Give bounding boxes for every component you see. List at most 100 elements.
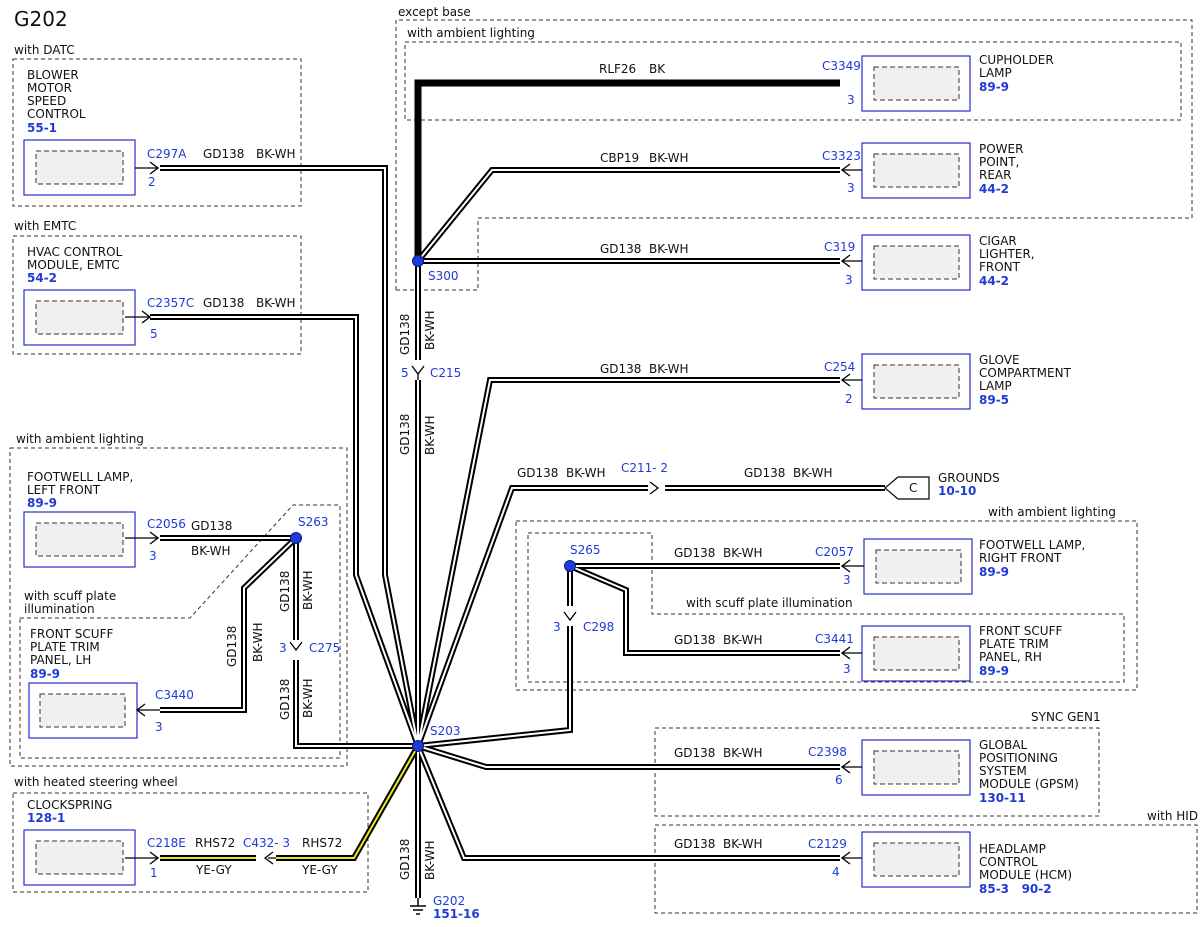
svg-text:CLOCKSPRING: CLOCKSPRING: [27, 798, 112, 812]
wire-label-gd138: GD138: [398, 314, 412, 355]
wire-label-yegy: YE-GY: [301, 863, 338, 877]
diagram-title: G202: [14, 7, 68, 31]
splice-label-s263: S263: [298, 515, 329, 529]
splice-label-s203: S203: [430, 724, 461, 738]
svg-text:89-5: 89-5: [979, 393, 1009, 407]
wire-label-bkwh: BK-WH: [723, 633, 763, 647]
svg-text:BLOWER: BLOWER: [27, 68, 79, 82]
wire-label-bkwh: BK-WH: [251, 622, 265, 662]
splice-s263: [290, 532, 302, 544]
svg-text:89-9: 89-9: [979, 664, 1009, 678]
connector-c275: C275: [309, 641, 340, 655]
pin-c3440: 3: [155, 720, 163, 734]
component-scuff-plate-lh: FRONT SCUFF PLATE TRIM PANEL, LH 89-9: [28, 627, 138, 739]
group-label-scuff-left-1: with scuff plate: [24, 589, 116, 603]
wire-label-gd138: GD138: [517, 466, 558, 480]
svg-text:HVAC CONTROL: HVAC CONTROL: [27, 245, 123, 259]
group-label-with-datc: with DATC: [14, 43, 75, 57]
wire-label-rhs72: RHS72: [302, 836, 342, 850]
connector-c3323: C3323: [822, 149, 861, 163]
group-label-with-hid: with HID: [1147, 809, 1198, 823]
connector-c2357c: C2357C: [147, 296, 194, 310]
connector-arrow-icon: [840, 373, 862, 387]
svg-text:89-9: 89-9: [979, 565, 1009, 579]
connector-c3349: C3349: [822, 59, 861, 73]
connector-c432: C432- 3: [243, 836, 290, 850]
pin-c218e: 1: [150, 866, 158, 880]
svg-text:PANEL, LH: PANEL, LH: [30, 653, 91, 667]
svg-text:89-9: 89-9: [27, 496, 57, 510]
connector-arrow-icon: [563, 611, 577, 622]
component-footwell-lamp-rf: FOOTWELL LAMP, RIGHT FRONT 89-9: [863, 538, 1085, 595]
grounds-reference-tag: [884, 476, 930, 500]
svg-text:RIGHT FRONT: RIGHT FRONT: [979, 551, 1062, 565]
component-clockspring: CLOCKSPRING 128-1: [23, 798, 136, 886]
svg-text:COMPARTMENT: COMPARTMENT: [979, 366, 1072, 380]
wire-label-gd138: GD138: [203, 296, 244, 310]
connector-c218e: C218E: [147, 836, 186, 850]
wire-label-gd138: GD138: [674, 546, 715, 560]
svg-text:MODULE (HCM): MODULE (HCM): [979, 868, 1072, 882]
grounds-letter: C: [909, 481, 917, 495]
svg-text:44-2: 44-2: [979, 182, 1009, 196]
group-box-ambient-top: [404, 41, 1182, 121]
svg-text:FOOTWELL LAMP,: FOOTWELL LAMP,: [27, 470, 133, 484]
wire-label-rhs72: RHS72: [195, 836, 235, 850]
connector-arrow-icon: [135, 161, 160, 175]
connector-c2056: C2056: [147, 517, 186, 531]
group-box-except-base: [395, 19, 1193, 291]
wire-label-gd138: GD138: [191, 519, 232, 533]
svg-text:44-2: 44-2: [979, 274, 1009, 288]
connector-c2398: C2398: [808, 745, 847, 759]
wire-label-gd138: GD138: [398, 839, 412, 880]
wire-label-rlf26: RLF26: [599, 62, 636, 76]
svg-text:POINT,: POINT,: [979, 155, 1019, 169]
component-gpsm: GLOBAL POSITIONING SYSTEM MODULE (GPSM) …: [861, 738, 1079, 805]
ground-ref: 151-16: [433, 907, 480, 921]
wires-inner: [150, 167, 885, 898]
wire-label-bkwh: BK-WH: [256, 147, 296, 161]
pin-c275: 3: [279, 641, 287, 655]
ground-label-g202: G202: [433, 894, 465, 908]
pin-c2056: 3: [149, 549, 157, 563]
svg-text:FOOTWELL LAMP,: FOOTWELL LAMP,: [979, 538, 1085, 552]
group-label-except-base: except base: [398, 5, 471, 19]
svg-text:REAR: REAR: [979, 168, 1011, 182]
group-label-with-emtc: with EMTC: [14, 219, 76, 233]
wire-label-gd138: GD138: [203, 147, 244, 161]
splice-s300: [412, 255, 424, 267]
svg-text:CUPHOLDER: CUPHOLDER: [979, 53, 1054, 67]
wire-label-gd138: GD138: [278, 679, 292, 720]
group-box-with-emtc: [12, 235, 302, 355]
svg-text:85-3 90-2: 85-3 90-2: [979, 882, 1052, 896]
connector-c3440: C3440: [155, 688, 194, 702]
svg-text:PLATE TRIM: PLATE TRIM: [979, 637, 1049, 651]
group-label-sync-gen1: SYNC GEN1: [1031, 710, 1101, 724]
group-box-with-datc: [12, 58, 302, 207]
component-hvac-control-module: HVAC CONTROL MODULE, EMTC 54-2: [23, 245, 136, 346]
connector-arrow-icon: [125, 851, 160, 865]
splice-s265: [564, 560, 576, 572]
wire-label-bkwh: BK-WH: [723, 746, 763, 760]
svg-text:POWER: POWER: [979, 142, 1023, 156]
svg-text:89-9: 89-9: [30, 667, 60, 681]
pin-c254: 2: [845, 392, 853, 406]
svg-text:89-9: 89-9: [979, 80, 1009, 94]
pin-c2129: 4: [832, 865, 840, 879]
group-label-scuff-left-2: illumination: [24, 602, 95, 616]
wire-label-bkwh: BK-WH: [423, 415, 437, 455]
svg-text:PANEL, RH: PANEL, RH: [979, 650, 1042, 664]
connector-arrow-icon: [125, 310, 152, 324]
group-label-scuff-right: with scuff plate illumination: [686, 596, 853, 610]
svg-text:55-1: 55-1: [27, 121, 57, 135]
connector-arrow-icon: [840, 254, 862, 268]
wire-label-gd138: GD138: [278, 571, 292, 612]
connector-arrow-icon: [840, 760, 862, 774]
component-cigar-lighter-front: CIGAR LIGHTER, FRONT 44-2: [861, 234, 1035, 291]
connector-arrow-icon: [411, 365, 425, 380]
group-box-ambient-left: [9, 447, 348, 767]
svg-text:POSITIONING: POSITIONING: [979, 751, 1058, 765]
svg-text:SPEED: SPEED: [27, 94, 66, 108]
connector-arrow-icon: [840, 851, 862, 865]
component-power-point-rear: POWER POINT, REAR 44-2: [861, 142, 1023, 199]
